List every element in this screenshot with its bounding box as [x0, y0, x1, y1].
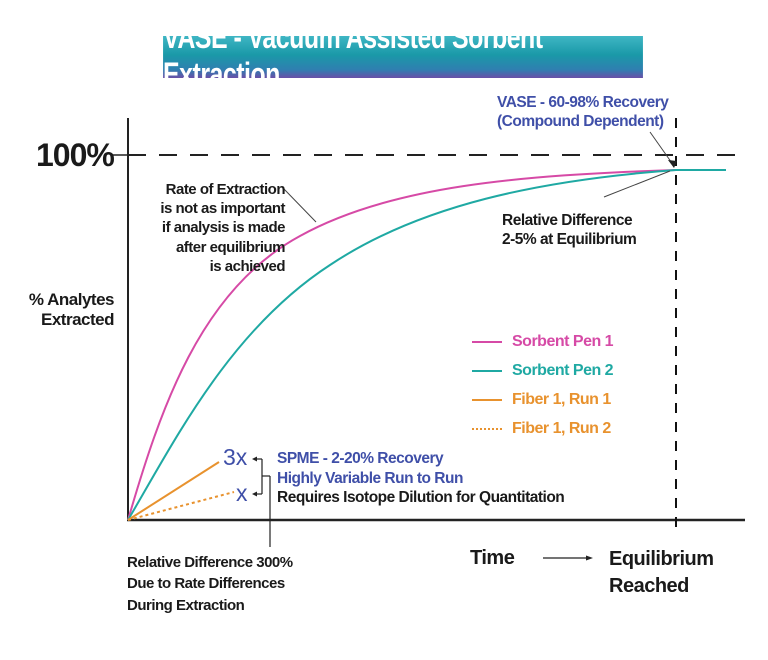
- multiplier-x-label: x: [236, 480, 248, 506]
- vase-note-line-1: VASE - 60-98% Recovery: [497, 94, 669, 111]
- series-sorbent-pen-1: [127, 169, 726, 521]
- vase-recovery-note: VASE - 60-98% Recovery (Compound Depende…: [497, 94, 669, 131]
- legend-item-sorbent-pen-2: Sorbent Pen 2: [472, 362, 614, 380]
- legend-swatch-solid-icon: [472, 399, 502, 401]
- y-axis-label-line-1: % Analytes: [28, 290, 115, 309]
- spme-note-line-1: SPME - 2-20% Recovery: [277, 450, 444, 467]
- reldiff-note-line-2: 2-5% at Equilibrium: [502, 230, 637, 248]
- legend-swatch-dotted-icon: [472, 428, 502, 430]
- legend-swatch-solid-icon: [472, 341, 502, 343]
- bracket-arrow-x-icon: [252, 491, 257, 497]
- legend-item-fiber-1-run-1: Fiber 1, Run 1: [472, 391, 611, 409]
- series-fiber-1-run-2: [127, 491, 235, 521]
- legend-label: Fiber 1, Run 1: [512, 391, 611, 408]
- vase-leader-arrowhead: [668, 160, 677, 168]
- reldiff-note-line-1: Relative Difference: [502, 212, 633, 229]
- rate-of-extraction-note: Rate of Extraction is not as important i…: [160, 180, 285, 276]
- legend-item-fiber-1-run-2: Fiber 1, Run 2: [472, 420, 611, 438]
- rate-difference-note: Relative Difference 300% Due to Rate Dif…: [127, 552, 293, 616]
- x-end-label-line-2: Reached: [609, 575, 689, 597]
- rate-note-line: if analysis is made: [161, 219, 286, 237]
- y-axis-label-line-2: Extracted: [41, 310, 114, 330]
- x-end-label-line-1: Equilibrium: [609, 548, 714, 570]
- bottom-note-line: Relative Difference 300%: [127, 554, 293, 571]
- y-tick-label-100: 100%: [36, 137, 115, 173]
- rate-note-line: is achieved: [209, 257, 286, 275]
- rate-note-line: after equilibrium: [175, 238, 286, 256]
- chart-title: VASE - Vacuum Assisted Sorbent Extractio…: [163, 20, 543, 93]
- legend-label: Sorbent Pen 2: [512, 362, 614, 379]
- series-fiber-1-run-1: [127, 461, 220, 521]
- equilibrium-difference-note: Relative Difference 2-5% at Equilibrium: [502, 212, 637, 249]
- time-arrow-head-icon: [586, 555, 593, 561]
- rate-note-line: Rate of Extraction: [165, 181, 286, 198]
- bracket-arrow-3x-icon: [252, 456, 257, 462]
- legend-swatch-solid-icon: [472, 370, 502, 372]
- spme-note-line-3: Requires Isotope Dilution for Quantitati…: [277, 489, 565, 507]
- multiplier-3x-label: 3x: [223, 444, 248, 470]
- bottom-note-line: During Extraction: [127, 596, 245, 614]
- series-sorbent-pen-2: [127, 169, 726, 521]
- chart-title-banner: VASE - Vacuum Assisted Sorbent Extractio…: [163, 20, 643, 93]
- reldiff-annotation-leader: [603, 170, 671, 198]
- rate-note-line: is not as important: [160, 200, 285, 218]
- y-axis-label: % Analytes Extracted: [28, 290, 115, 331]
- vase-note-line-2: (Compound Dependent): [497, 112, 664, 130]
- rate-annotation-leader: [282, 187, 317, 223]
- spme-note: SPME - 2-20% Recovery Highly Variable Ru…: [277, 449, 565, 508]
- x-axis-end-label: Equilibrium Reached: [609, 546, 714, 600]
- bottom-note-line: Due to Rate Differences: [127, 575, 285, 593]
- x-axis-label: Time: [470, 547, 515, 569]
- legend-label: Fiber 1, Run 2: [512, 420, 611, 437]
- legend-label: Sorbent Pen 1: [512, 333, 614, 350]
- spme-note-line-2: Highly Variable Run to Run: [277, 469, 463, 487]
- legend-item-sorbent-pen-1: Sorbent Pen 1: [472, 333, 614, 351]
